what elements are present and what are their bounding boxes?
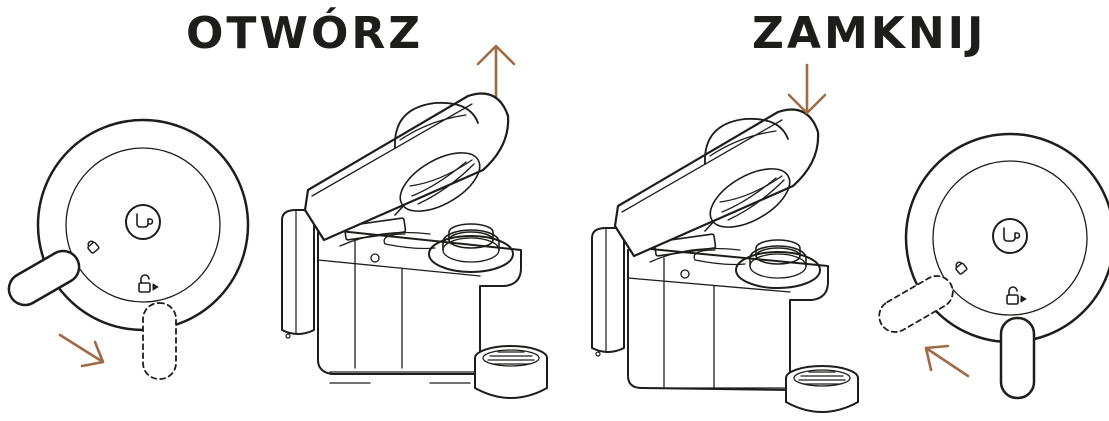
open-title: OTWÓRZ <box>186 8 424 59</box>
unlock-icon <box>1006 286 1027 305</box>
dial-open <box>7 118 250 380</box>
close-title: ZAMKNIJ <box>752 8 987 59</box>
dial-handle <box>7 249 81 307</box>
coffee-machine-icon <box>281 92 522 384</box>
arrow-down-icon <box>787 63 827 115</box>
lock-icon <box>955 261 968 275</box>
dial-handle-dashed <box>878 275 954 333</box>
arrow-up-left-icon <box>924 344 970 378</box>
capsule-icon <box>474 345 548 399</box>
dial-handle <box>999 316 1036 400</box>
cup-icon <box>125 204 161 240</box>
capsule-icon <box>785 365 859 413</box>
coffee-machine-icon <box>591 108 829 391</box>
dial-handle-dashed <box>142 302 177 380</box>
cup-icon <box>992 218 1028 254</box>
arrow-down-right-icon <box>58 333 105 368</box>
unlock-icon <box>138 274 159 293</box>
lock-icon <box>87 240 100 254</box>
arrow-up-icon <box>476 44 516 98</box>
dial-close <box>878 132 1109 400</box>
